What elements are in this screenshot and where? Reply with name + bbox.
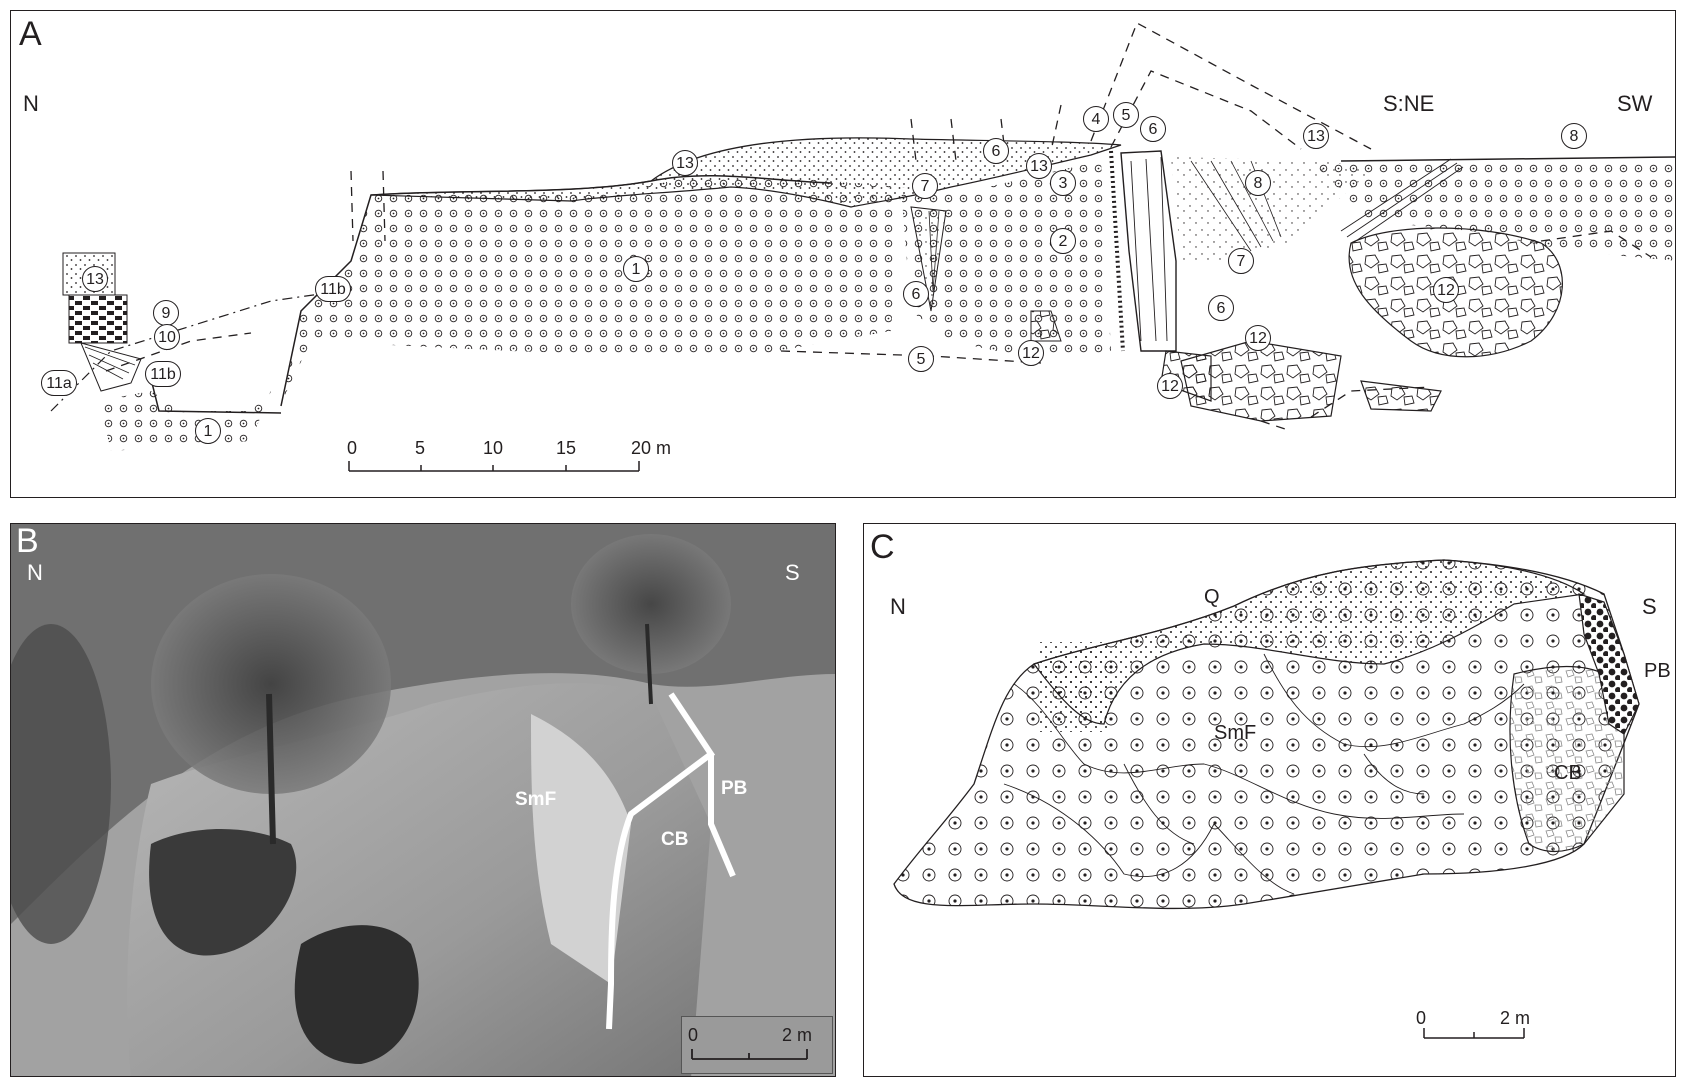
- panel-c-label-cb: CB: [1554, 762, 1582, 785]
- panel-b-scale-end: 2 m: [782, 1025, 812, 1046]
- panel-c-outcrop-drawing: [864, 524, 1676, 1077]
- panel-a-scale-tick: 0: [347, 438, 357, 459]
- panel-b-scale-start: 0: [688, 1025, 698, 1046]
- panel-a-unit-label: 7: [1228, 248, 1254, 274]
- panel-a-unit-label: 6: [983, 138, 1009, 164]
- panel-a-unit-label: 13: [1303, 123, 1329, 149]
- panel-a-unit-label: 11a: [41, 370, 77, 396]
- panel-a-unit-label: 1: [195, 418, 221, 444]
- panel-a-section-drawing: [11, 11, 1676, 498]
- panel-a-scale-tick: 5: [415, 438, 425, 459]
- panel-a-unit-label: 3: [1050, 170, 1076, 196]
- panel-c-label-pb: PB: [1644, 660, 1671, 683]
- panel-a-unit-label: 8: [1245, 170, 1271, 196]
- panel-a-unit-label: 4: [1083, 106, 1109, 132]
- panel-b-orientation-south: S: [785, 560, 800, 586]
- panel-a-unit-label: 13: [82, 266, 108, 292]
- panel-a-unit-label: 1: [623, 256, 649, 282]
- panel-b-label-pb: PB: [721, 778, 747, 800]
- panel-a-unit-label: 9: [153, 300, 179, 326]
- panel-a-unit-label: 2: [1050, 228, 1076, 254]
- panel-a-scale-tick: 20 m: [631, 438, 671, 459]
- panel-b-photograph: B N S SmF CB PB 0 2 m: [10, 523, 836, 1077]
- panel-a-unit-label: 5: [1113, 102, 1139, 128]
- panel-b-orientation-north: N: [27, 560, 43, 586]
- panel-c-scale-start: 0: [1416, 1008, 1426, 1029]
- panel-a-unit-label: 7: [912, 173, 938, 199]
- panel-a-unit-label: 13: [672, 150, 698, 176]
- panel-b-label-smf: SmF: [515, 789, 556, 811]
- panel-a-unit-label: 10: [154, 324, 180, 350]
- panel-a-unit-label: 6: [903, 281, 929, 307]
- panel-c-scale-end: 2 m: [1500, 1008, 1530, 1029]
- panel-a-unit-label: 5: [908, 346, 934, 372]
- panel-a-unit-label: 13: [1026, 153, 1052, 179]
- panel-a-scale-tick: 10: [483, 438, 503, 459]
- panel-a-unit-label: 12: [1245, 325, 1271, 351]
- panel-c-label-q: Q: [1204, 586, 1220, 609]
- panel-b-letter: B: [16, 523, 39, 561]
- panel-c-label-smf: SmF: [1214, 722, 1256, 745]
- panel-a-unit-label: 6: [1208, 295, 1234, 321]
- panel-c-sketch: C N S: [863, 523, 1676, 1077]
- panel-c-scale-bar: [1424, 1028, 1524, 1038]
- panel-a-unit-label: 12: [1018, 340, 1044, 366]
- panel-a-unit-label: 11b: [315, 276, 351, 302]
- panel-a-scale-bar: [349, 461, 639, 471]
- panel-a-unit-label: 12: [1433, 277, 1459, 303]
- panel-a-unit-label: 6: [1140, 116, 1166, 142]
- panel-b-scale-box: 0 2 m: [681, 1016, 833, 1074]
- panel-a-cross-section: A N S:NE SW: [10, 10, 1676, 498]
- panel-b-label-cb: CB: [661, 829, 688, 851]
- panel-a-unit-label: 8: [1561, 123, 1587, 149]
- panel-a-unit-label: 11b: [145, 361, 181, 387]
- panel-a-scale-tick: 15: [556, 438, 576, 459]
- panel-a-unit-label: 12: [1157, 373, 1183, 399]
- panel-b-photo-rendering: [11, 524, 836, 1077]
